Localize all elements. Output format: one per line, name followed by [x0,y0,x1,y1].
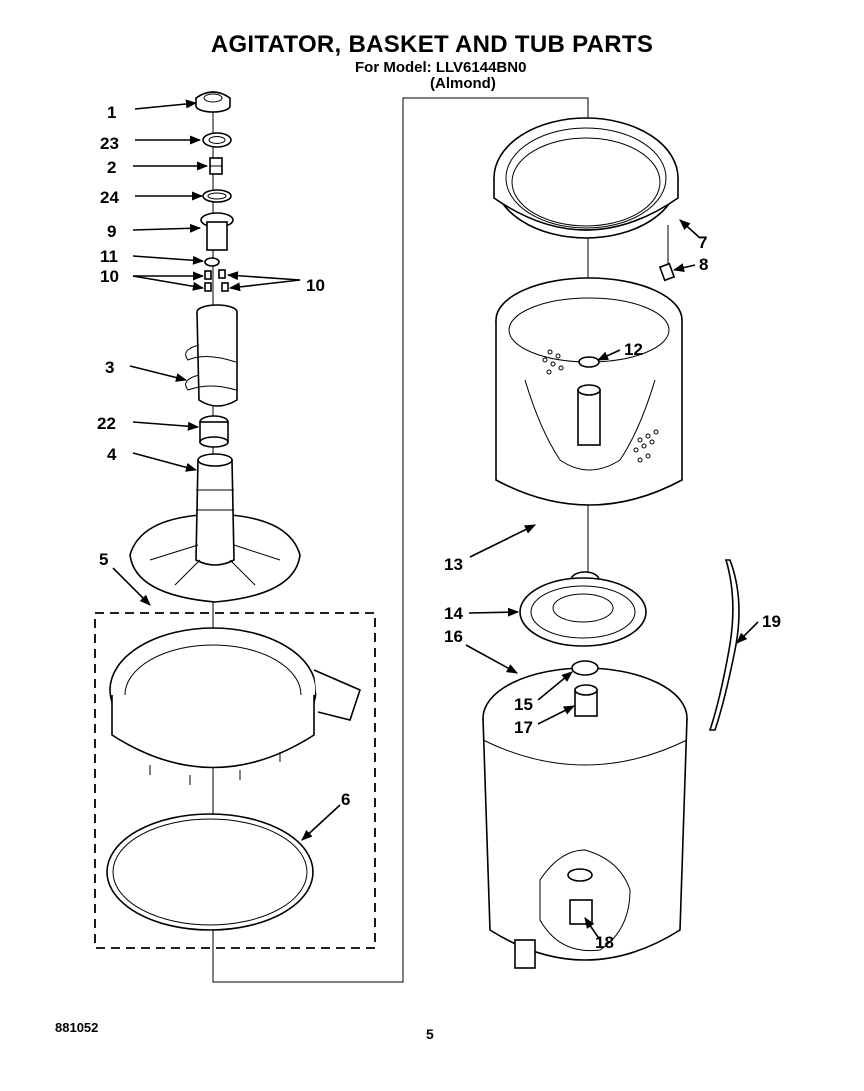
callout-19: 19 [762,612,781,631]
tub-ring-group-box [94,612,376,949]
washer-part [204,257,220,267]
bolt-part [209,157,223,175]
callout-labels: 1 23 2 24 9 11 10 10 3 22 4 5 6 7 8 12 1… [97,103,781,952]
callout-3: 3 [105,358,114,377]
callout-14: 14 [444,604,463,623]
color-variant: (Almond) [430,75,496,92]
tub-seal-bearing [571,660,599,717]
callout-13: 13 [444,555,463,574]
seal-ring [202,132,232,148]
callout-17: 17 [514,718,533,737]
callout-24: 24 [100,188,119,207]
dog-parts [204,269,229,292]
callout-7: 7 [698,233,707,252]
basket-drive-hub [519,577,647,647]
tub-ring-gasket [106,813,314,931]
o-ring [202,189,232,203]
callout-8: 8 [699,255,708,274]
callout-12: 12 [624,340,643,359]
spline-insert [199,415,229,448]
agitator-base [129,453,301,603]
drain-hose [708,559,740,731]
callout-10-left: 10 [100,267,119,286]
page-number: 5 [426,1026,434,1042]
callout-5: 5 [99,550,108,569]
callout-9: 9 [107,222,116,241]
outer-tub [482,667,688,969]
callout-11: 11 [100,247,118,266]
callout-15: 15 [514,695,533,714]
model-line: For Model: LLV6144BN0 [355,59,527,76]
leader-lines [112,99,759,941]
callout-16: 16 [444,627,463,646]
callout-23: 23 [100,134,119,153]
ring-bolt [658,262,676,282]
document-number: 881052 [55,1020,99,1035]
cam-part [200,212,234,251]
callout-22: 22 [97,414,116,433]
tub-ring-top [493,117,679,239]
callout-18: 18 [595,933,614,952]
callout-10-right: 10 [306,276,325,295]
wash-basket [495,277,683,506]
agitator-auger [185,304,238,407]
agitator-cap [195,91,231,113]
callout-6: 6 [341,790,350,809]
callout-2: 2 [107,158,116,177]
tub-ring [109,627,361,785]
callout-1: 1 [107,103,116,122]
callout-4: 4 [107,445,117,464]
page-title: AGITATOR, BASKET AND TUB PARTS [210,31,654,58]
